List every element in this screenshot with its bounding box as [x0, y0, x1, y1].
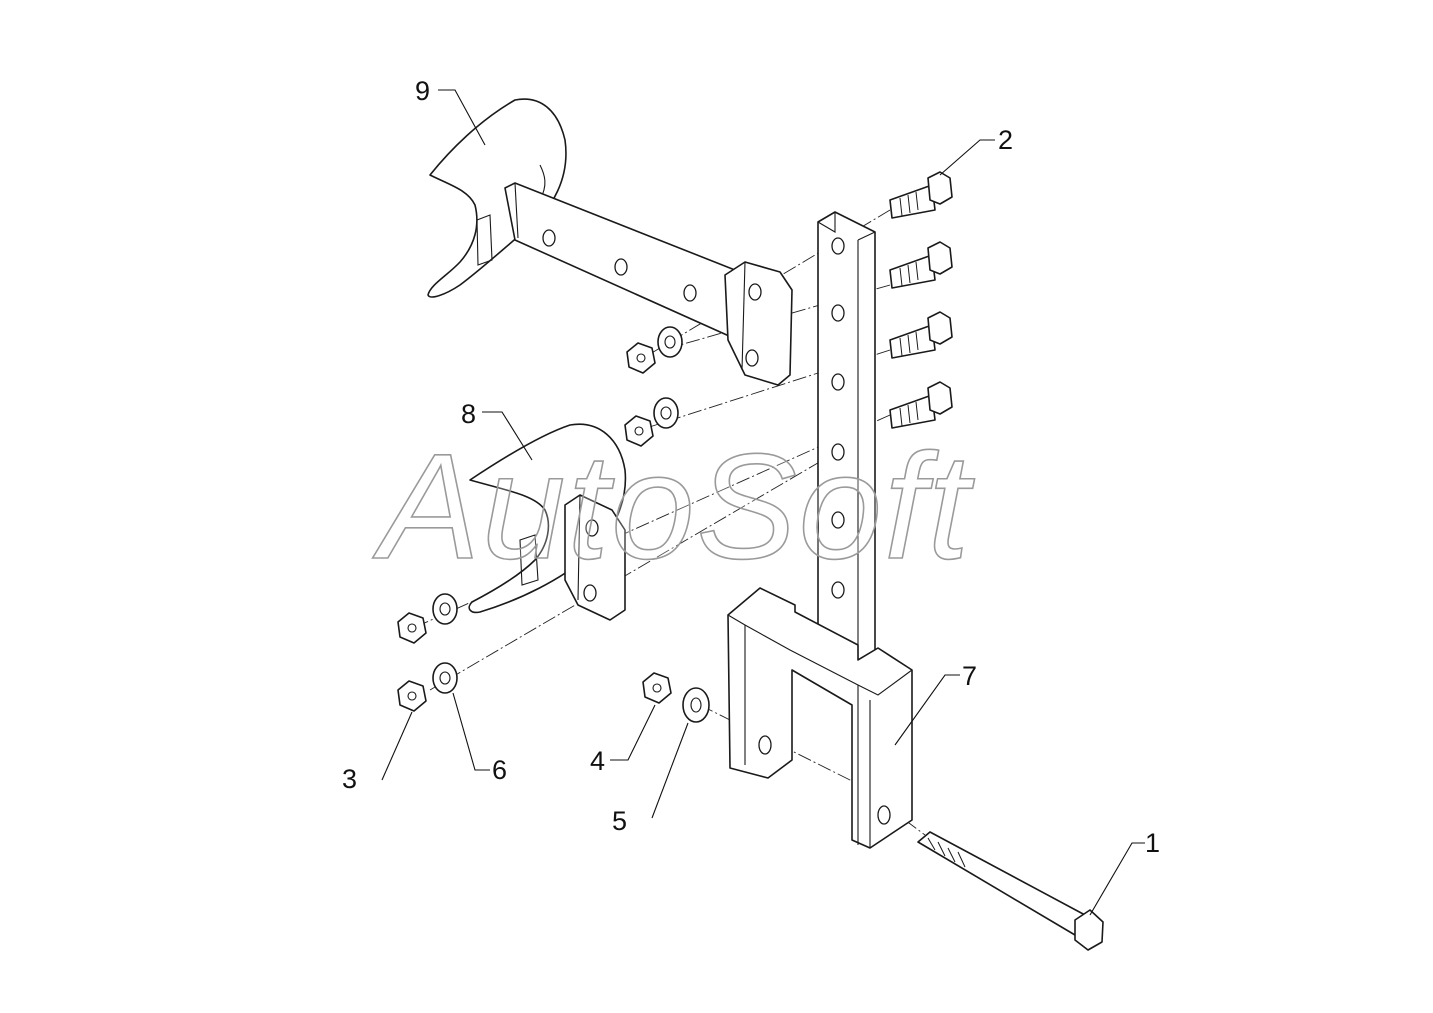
- watermark-text: AutoSoft: [372, 422, 975, 590]
- nut-upper-1: [626, 342, 656, 374]
- bracket-lower: [468, 423, 627, 621]
- callout-4: 4: [590, 746, 605, 776]
- callout-3: 3: [342, 764, 357, 794]
- washer-base: [682, 687, 710, 723]
- leader-lines: [381, 89, 1145, 916]
- callout-9: 9: [415, 76, 430, 106]
- washer-lower-2: [432, 662, 458, 694]
- bolt-3: [889, 311, 953, 359]
- bolt-4: [889, 381, 953, 429]
- callout-8: 8: [461, 399, 476, 429]
- washer-upper-1: [657, 326, 683, 358]
- callouts: 9 2 8 7 1 3 6 4 5: [342, 76, 1160, 858]
- bolt-2: [889, 241, 953, 289]
- callout-5: 5: [612, 806, 627, 836]
- bracket-upper: [427, 98, 793, 386]
- callout-1: 1: [1145, 828, 1160, 858]
- nut-upper-2: [624, 415, 654, 447]
- washer-lower-1: [432, 593, 458, 625]
- callout-6: 6: [492, 755, 507, 785]
- nut-lower-1: [397, 612, 427, 644]
- u-bracket: [727, 587, 913, 849]
- callout-7: 7: [962, 661, 977, 691]
- washer-upper-2: [653, 397, 679, 429]
- nut-lower-2: [397, 680, 427, 712]
- long-bolt: [917, 831, 1104, 951]
- vertical-bar: [817, 211, 876, 661]
- callout-2: 2: [998, 125, 1013, 155]
- fasteners-base: [642, 672, 710, 723]
- nut-base: [642, 672, 672, 704]
- bolt-1: [889, 171, 953, 219]
- fasteners-left: [397, 326, 683, 712]
- bolts-upper-set: [889, 171, 953, 429]
